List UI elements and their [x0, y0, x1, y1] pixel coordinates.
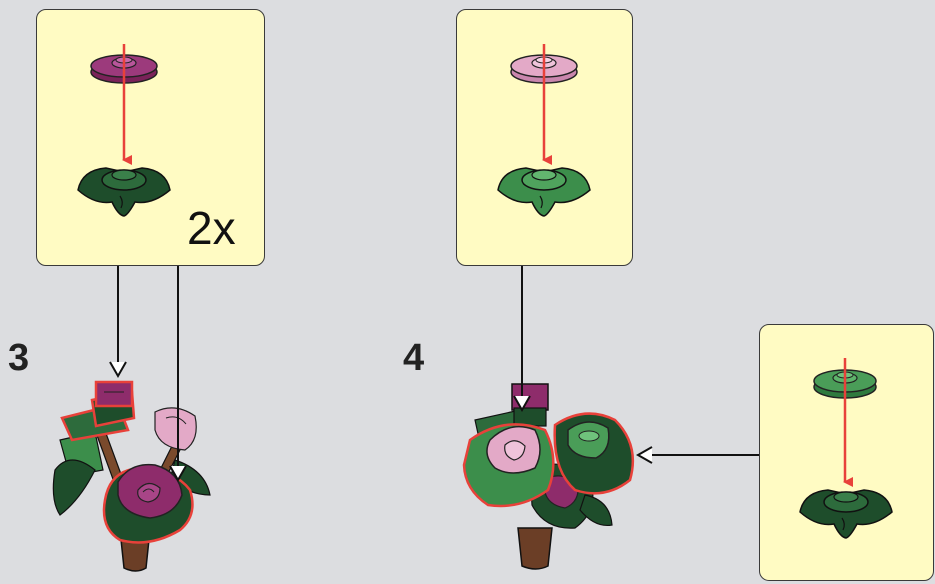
quantity-multiplier: 2x	[187, 202, 236, 254]
step-number-3: 3	[8, 337, 30, 379]
leaf-plate-dark-green	[77, 167, 171, 217]
step3-callout-box	[36, 9, 265, 266]
bouquet-assembly-step3	[52, 380, 211, 572]
step-number-4: 4	[403, 337, 425, 379]
bouquet-assembly-step4	[462, 383, 635, 570]
step4-side-callout-box	[759, 324, 934, 581]
leaf-plate-dark-green	[799, 489, 893, 539]
leaf-plate-green	[497, 167, 591, 217]
